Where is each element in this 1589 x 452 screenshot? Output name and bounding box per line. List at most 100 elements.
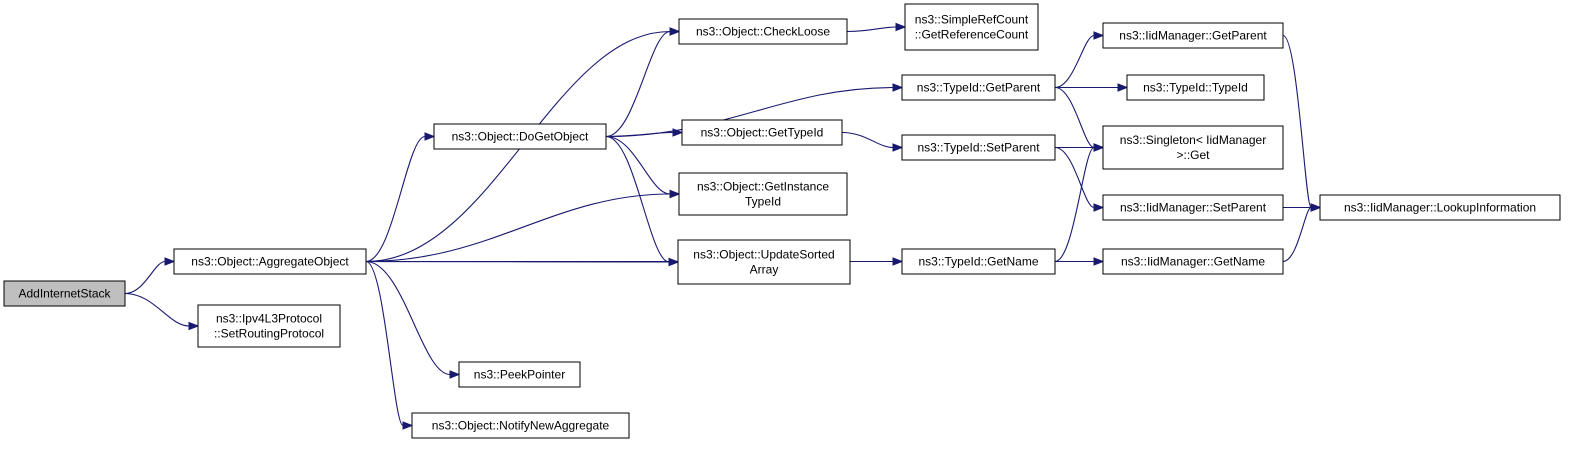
node-n13[interactable]: ns3::TypeId::SetParent bbox=[901, 134, 1056, 161]
node-box[interactable] bbox=[1126, 74, 1265, 101]
arrowhead-icon bbox=[892, 83, 904, 92]
node-label: ns3::TypeId::GetParent bbox=[917, 81, 1041, 95]
node-box[interactable] bbox=[1319, 194, 1561, 221]
node-label: ns3::Object::DoGetObject bbox=[452, 130, 589, 144]
node-n19[interactable]: ns3::IidManager::LookupInformation bbox=[1319, 194, 1561, 221]
node-n18[interactable]: ns3::IidManager::GetName bbox=[1102, 248, 1284, 275]
node-n3[interactable]: ns3::Object::CheckLoose bbox=[678, 18, 848, 45]
edge-line bbox=[1054, 146, 1095, 209]
node-box[interactable] bbox=[901, 248, 1056, 275]
edge-line bbox=[124, 260, 166, 295]
edge-line bbox=[605, 131, 674, 138]
edge-line bbox=[1054, 86, 1095, 149]
node-n1[interactable]: ns3::Object::AggregateObject bbox=[173, 248, 367, 275]
node-label: ns3::TypeId::SetParent bbox=[917, 141, 1040, 155]
edge-line bbox=[1054, 34, 1095, 89]
arrowhead-icon bbox=[672, 128, 684, 137]
node-n11[interactable]: ns3::TypeId::GetParent bbox=[901, 74, 1056, 101]
node-label: ns3::Object::CheckLoose bbox=[696, 25, 830, 39]
node-n10[interactable]: ns3::SimpleRefCount::GetReferenceCount bbox=[904, 3, 1039, 51]
edge-line bbox=[365, 260, 451, 376]
node-label: Array bbox=[750, 263, 779, 277]
arrowhead-icon bbox=[669, 27, 681, 36]
arrowhead-icon bbox=[1117, 83, 1129, 92]
node-n4[interactable]: ns3::Object::DoGetObject bbox=[433, 123, 607, 150]
node-label: ::SetRoutingProtocol bbox=[214, 327, 324, 341]
node-label: ns3::TypeId::TypeId bbox=[1143, 81, 1248, 95]
node-box[interactable] bbox=[3, 280, 126, 307]
arrowhead-icon bbox=[449, 370, 461, 379]
node-box[interactable] bbox=[1102, 125, 1284, 170]
edge-n11-to-n15 bbox=[1055, 83, 1129, 92]
node-label: ::GetReferenceCount bbox=[915, 28, 1029, 42]
edge-line bbox=[1282, 206, 1312, 263]
node-box[interactable] bbox=[1102, 22, 1284, 49]
node-box[interactable] bbox=[1102, 248, 1284, 275]
edge-n7-to-n18 bbox=[1054, 257, 1105, 266]
nodes-layer: AddInternetStack ns3::Object::AggregateOb… bbox=[3, 3, 1561, 439]
node-n9[interactable]: ns3::Object::NotifyNewAggregate bbox=[411, 412, 630, 439]
arrowhead-icon bbox=[892, 143, 904, 152]
arrowhead-icon bbox=[668, 257, 680, 267]
edge-n18-to-n19 bbox=[1282, 203, 1322, 263]
node-label: ns3::IidManager::GetParent bbox=[1119, 29, 1267, 43]
node-box[interactable] bbox=[678, 172, 848, 216]
edge-n4-to-n3 bbox=[605, 27, 681, 138]
node-n16[interactable]: ns3::Singleton< IidManager>::Get bbox=[1102, 125, 1284, 170]
edge-line bbox=[365, 135, 426, 263]
node-box[interactable] bbox=[681, 119, 843, 146]
arrowhead-icon bbox=[424, 132, 436, 141]
edge-n13-to-n17 bbox=[1054, 146, 1105, 212]
node-label: ns3::Singleton< IidManager bbox=[1120, 133, 1266, 147]
node-label: ns3::TypeId::GetName bbox=[918, 255, 1038, 269]
edge-n1-to-n9 bbox=[365, 260, 414, 430]
node-box[interactable] bbox=[433, 123, 607, 150]
edge-line bbox=[365, 193, 671, 263]
node-n15[interactable]: ns3::TypeId::TypeId bbox=[1126, 74, 1265, 101]
edge-n1-to-n8 bbox=[365, 260, 461, 379]
edge-n14-to-n19 bbox=[1282, 34, 1322, 212]
node-label: ns3::Ipv4L3Protocol bbox=[216, 312, 322, 326]
node-box[interactable] bbox=[197, 304, 341, 348]
arrowhead-icon bbox=[1310, 203, 1322, 212]
node-label: ns3::Object::AggregateObject bbox=[191, 255, 349, 269]
node-n2[interactable]: ns3::Ipv4L3Protocol::SetRoutingProtocol bbox=[197, 304, 341, 348]
edge-n4-to-n6 bbox=[605, 135, 680, 267]
node-n17[interactable]: ns3::IidManager::SetParent bbox=[1102, 194, 1284, 221]
node-label: ns3::IidManager::SetParent bbox=[1120, 201, 1267, 215]
edge-line bbox=[605, 135, 670, 263]
edge-n7-to-n16 bbox=[1054, 143, 1105, 263]
node-box[interactable] bbox=[1102, 194, 1284, 221]
node-label: ns3::Object::UpdateSorted bbox=[693, 248, 834, 262]
node-box[interactable] bbox=[901, 74, 1056, 101]
edge-line bbox=[605, 135, 671, 195]
node-n7[interactable]: ns3::TypeId::GetName bbox=[901, 248, 1056, 275]
edge-n3-to-n10 bbox=[846, 22, 907, 33]
edge-n0-to-n2 bbox=[124, 292, 200, 331]
node-box[interactable] bbox=[173, 248, 367, 275]
edge-n12-to-n13 bbox=[841, 131, 904, 152]
node-n8[interactable]: ns3::PeekPointer bbox=[458, 361, 581, 388]
node-label: ns3::IidManager::GetName bbox=[1121, 255, 1265, 269]
node-label: TypeId bbox=[745, 195, 781, 209]
node-box[interactable] bbox=[904, 3, 1039, 51]
node-box[interactable] bbox=[901, 134, 1056, 161]
edge-n11-to-n14 bbox=[1054, 31, 1105, 89]
node-n12[interactable]: ns3::Object::GetTypeId bbox=[681, 119, 843, 146]
node-n14[interactable]: ns3::IidManager::GetParent bbox=[1102, 22, 1284, 49]
node-label: ns3::Object::GetInstance bbox=[697, 180, 829, 194]
node-box[interactable] bbox=[678, 18, 848, 45]
node-box[interactable] bbox=[677, 239, 851, 285]
edge-n11-to-n16 bbox=[1054, 86, 1105, 152]
node-box[interactable] bbox=[458, 361, 581, 388]
edge-line bbox=[124, 292, 190, 327]
arrowhead-icon bbox=[1093, 143, 1105, 152]
node-label: ns3::SimpleRefCount bbox=[915, 13, 1029, 27]
node-n0[interactable]: AddInternetStack bbox=[3, 280, 126, 307]
edge-n4-to-n12 bbox=[605, 128, 684, 138]
node-box[interactable] bbox=[411, 412, 630, 439]
edge-n1-to-n4 bbox=[365, 132, 436, 263]
